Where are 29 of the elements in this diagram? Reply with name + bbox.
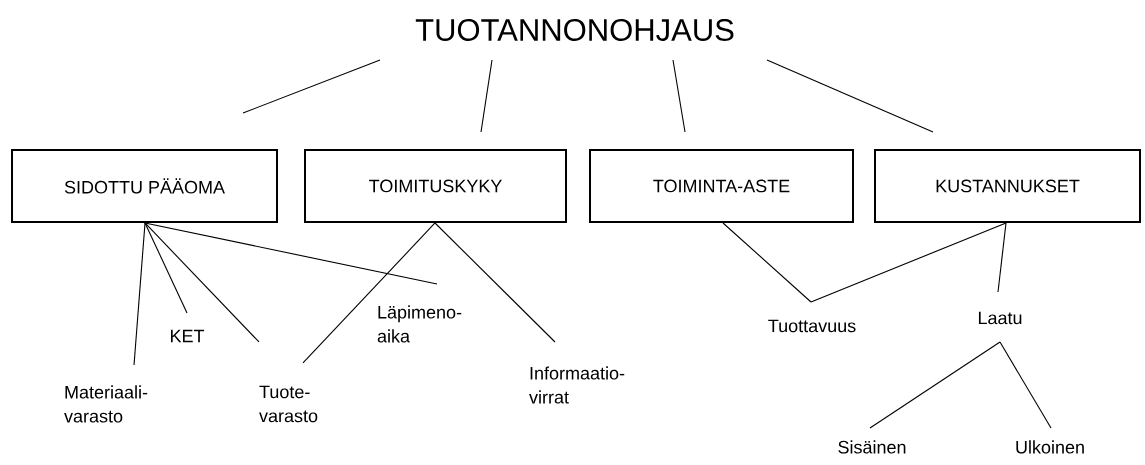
connector-line bbox=[997, 222, 1007, 293]
leaf-label: Tuottavuus bbox=[768, 319, 856, 333]
leaf-label: Läpimeno- aika bbox=[377, 305, 462, 343]
connector-line bbox=[869, 341, 1001, 429]
leaf-label: Informaatio- virrat bbox=[529, 366, 625, 404]
connector-line bbox=[144, 222, 438, 285]
leaf-label: KET bbox=[171, 329, 205, 343]
title-text: TUOTANNONOHJAUS bbox=[415, 19, 734, 41]
connector-line bbox=[766, 59, 934, 133]
connector-line bbox=[133, 222, 146, 366]
leaf-label: Ulkoinen bbox=[1016, 440, 1084, 454]
connector-line bbox=[480, 59, 493, 133]
connector-line bbox=[722, 222, 812, 303]
connector-line bbox=[144, 222, 260, 343]
connector-line bbox=[242, 59, 381, 114]
category-box: TOIMITUSKYKY bbox=[304, 149, 567, 223]
connector-line bbox=[434, 222, 556, 343]
connector-line bbox=[144, 222, 188, 314]
connector-line bbox=[302, 222, 436, 364]
connector-line bbox=[810, 222, 1007, 303]
connector-line bbox=[672, 59, 686, 133]
leaf-label: Materiaali- varasto bbox=[64, 385, 148, 423]
connector-line bbox=[999, 341, 1052, 429]
leaf-label: Sisäinen bbox=[838, 440, 906, 454]
leaf-label: Laatu bbox=[978, 311, 1022, 325]
category-box: TOIMINTA-ASTE bbox=[589, 149, 854, 223]
category-box: SIDOTTU PÄÄOMA bbox=[11, 149, 278, 223]
category-box: KUSTANNUKSET bbox=[874, 149, 1141, 223]
leaf-label: Tuote- varasto bbox=[259, 385, 318, 423]
